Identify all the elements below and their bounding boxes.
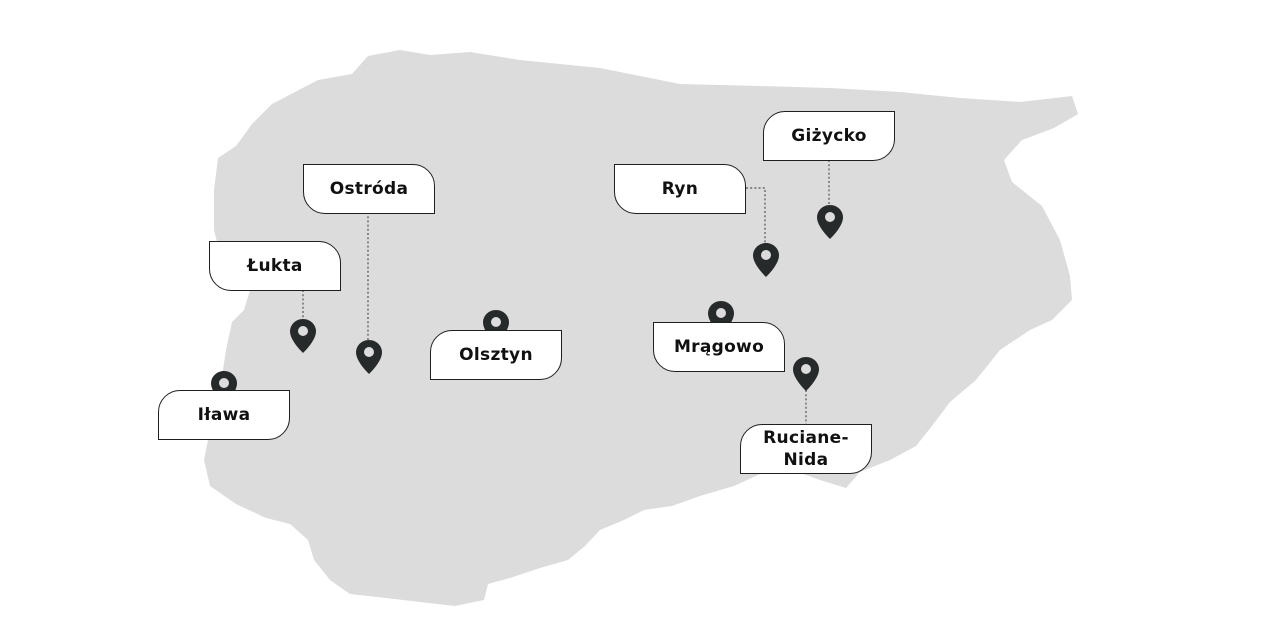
city-label-olsztyn[interactable]: Olsztyn bbox=[430, 330, 562, 380]
city-label-mragowo[interactable]: Mrągowo bbox=[653, 322, 785, 372]
map-pin-icon[interactable] bbox=[289, 318, 317, 354]
map-pin-icon[interactable] bbox=[792, 356, 820, 392]
city-label-ruciane-nida[interactable]: Ruciane- Nida bbox=[740, 424, 872, 474]
city-label-gizycko[interactable]: Giżycko bbox=[763, 111, 895, 161]
map-pin-icon[interactable] bbox=[816, 204, 844, 240]
city-label-lukta[interactable]: Łukta bbox=[209, 241, 341, 291]
city-label-ryn[interactable]: Ryn bbox=[614, 164, 746, 214]
city-label-ostroda[interactable]: Ostróda bbox=[303, 164, 435, 214]
city-label-ilawa[interactable]: Iława bbox=[158, 390, 290, 440]
map-pin-icon[interactable] bbox=[355, 339, 383, 375]
region-shape bbox=[204, 50, 1078, 606]
map-pin-icon[interactable] bbox=[752, 242, 780, 278]
